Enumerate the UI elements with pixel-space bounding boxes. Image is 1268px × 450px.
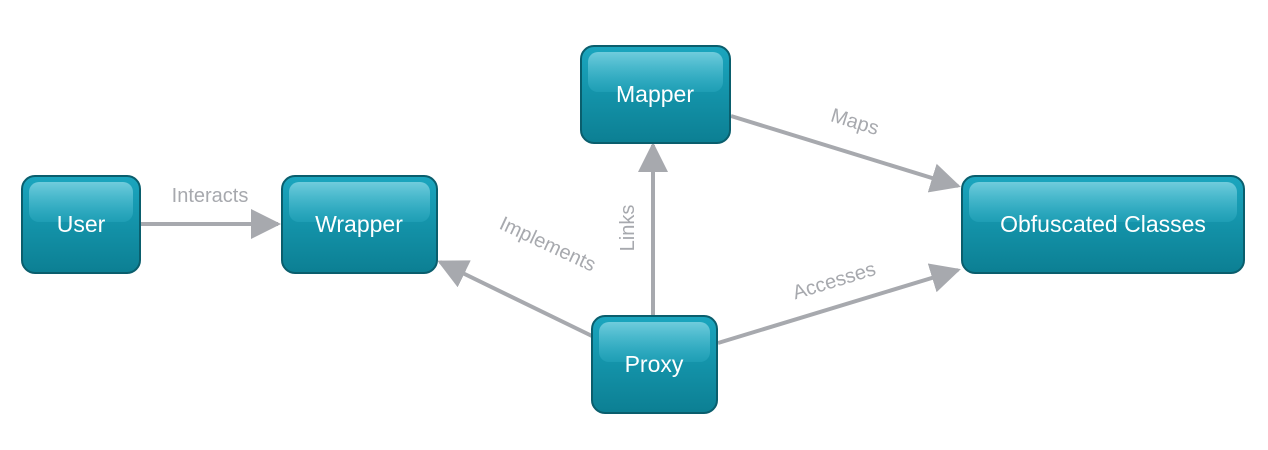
node-label-user: User bbox=[57, 211, 106, 237]
edge-maps bbox=[730, 114, 961, 193]
node-proxy: Proxy bbox=[591, 315, 718, 414]
node-label-wrapper: Wrapper bbox=[315, 211, 403, 237]
node-label-obfuscated-classes: Obfuscated Classes bbox=[1000, 211, 1206, 237]
node-label-mapper: Mapper bbox=[616, 81, 694, 107]
node-mapper: Mapper bbox=[580, 45, 731, 144]
node-wrapper: Wrapper bbox=[281, 175, 438, 274]
edge-accesses bbox=[717, 263, 961, 345]
edge-label-links: Links bbox=[617, 205, 639, 252]
edge-label-interacts: Interacts bbox=[172, 185, 249, 207]
node-label-proxy: Proxy bbox=[625, 351, 684, 377]
edges bbox=[140, 114, 961, 345]
node-user: User bbox=[21, 175, 141, 274]
edge-label-implements: Implements bbox=[496, 213, 599, 277]
edge-label-maps: Maps bbox=[828, 105, 881, 140]
edge-implements bbox=[437, 260, 593, 338]
node-obfuscated-classes: Obfuscated Classes bbox=[961, 175, 1245, 274]
